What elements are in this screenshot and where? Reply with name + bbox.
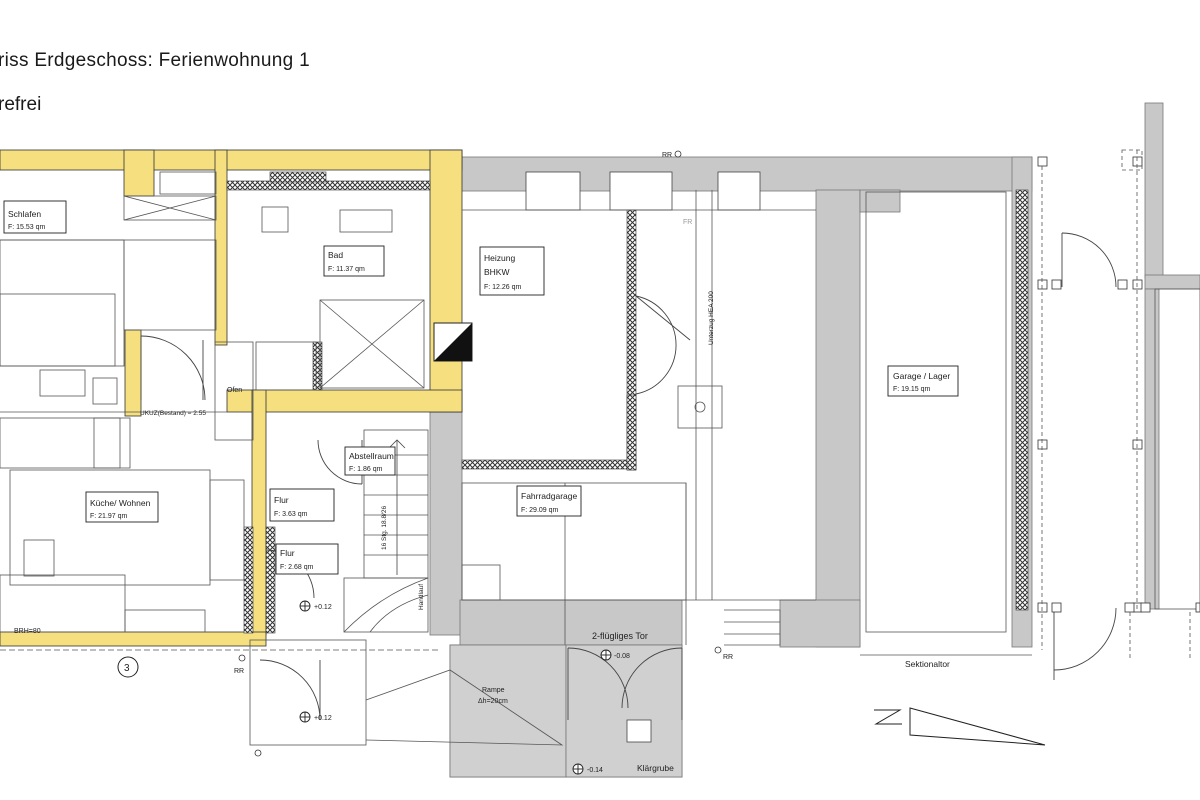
room-name-fahrrad: Fahrradgarage — [521, 491, 578, 501]
room-area-bad: F: 11.37 qm — [328, 266, 365, 273]
room-area-schlafen: F: 15.53 qm — [8, 224, 46, 231]
room-name-flur1: Flur — [274, 495, 289, 505]
room-name-bhkw: BHKW — [484, 267, 510, 277]
label-sektionaltor: Sektionaltor — [905, 659, 950, 669]
label-brh: BRH=80 — [14, 628, 41, 635]
room-area-flur1: F: 3.63 qm — [274, 511, 308, 518]
axis-marker — [0, 649, 440, 678]
room-name-garage: Garage / Lager — [893, 371, 950, 381]
level-markers — [299, 600, 612, 775]
level-label-1: +0.12 — [314, 604, 332, 611]
windows-top — [525, 171, 761, 211]
level-label-4: -0.14 — [587, 767, 603, 774]
dashed-lines — [1041, 149, 1191, 660]
page-subtitle: refrei — [0, 94, 42, 115]
level-label-3: -0.08 — [614, 653, 630, 660]
label-rr-2: RR — [234, 668, 244, 675]
ramp-area — [365, 644, 683, 778]
room-name-heizung: Heizung — [484, 253, 515, 263]
label-stairs: 16 Stg. 18.8/26 — [381, 506, 388, 550]
hatched-walls — [226, 171, 1029, 634]
label-tor: 2-flügliges Tor — [592, 631, 648, 641]
rr-markers — [238, 150, 722, 757]
room-name-schlafen: Schlafen — [8, 209, 41, 219]
label-handlauf: Handlauf — [418, 584, 425, 610]
level-label-2: +0.12 — [314, 715, 332, 722]
door-swings — [140, 232, 1117, 721]
page-title: riss Erdgeschoss: Ferienwohnung 1 — [0, 50, 310, 71]
axis-label: 3 — [124, 663, 130, 674]
room-label-boxes — [3, 200, 959, 575]
label-unterzug: Unterzug HEA 200 — [708, 291, 715, 345]
label-klaergrube: Klärgrube — [637, 763, 674, 773]
label-fr: FR — [683, 219, 692, 226]
label-rr-3: RR — [723, 654, 733, 661]
room-area-garage: F: 19.15 qm — [893, 386, 931, 393]
chimney-marker — [433, 322, 473, 362]
label-rampe-h: Δh=20cm — [478, 698, 508, 705]
column-marks — [1037, 156, 1200, 613]
north-arrow-icon — [874, 707, 1046, 746]
room-name-flur2: Flur — [280, 548, 295, 558]
room-name-kueche: Küche/ Wohnen — [90, 498, 151, 508]
label-rr-1: RR — [662, 152, 672, 159]
room-name-bad: Bad — [328, 250, 343, 260]
label-rampe: Rampe — [482, 687, 505, 694]
room-area-heizung: F: 12.26 qm — [484, 284, 522, 291]
new-walls — [0, 149, 463, 647]
room-area-fahrrad: F: 29.09 qm — [521, 507, 559, 514]
room-area-abstellraum: F: 1.86 qm — [349, 466, 383, 473]
label-ukuz: UKUZ(Bestand) = 2.55 — [140, 410, 206, 417]
stair-arrow — [388, 439, 406, 575]
room-name-abstellraum: Abstellraum — [349, 451, 394, 461]
room-area-flur2: F: 2.68 qm — [280, 564, 314, 571]
room-area-kueche: F: 21.97 qm — [90, 513, 128, 520]
label-ofen: Ofen — [227, 387, 242, 394]
